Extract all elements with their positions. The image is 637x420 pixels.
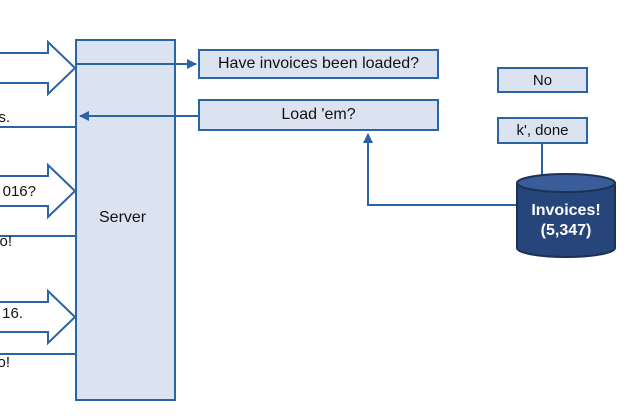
left-fragment-5: o! [0,354,10,371]
left-fragment-2: 016? [2,183,36,200]
left-fragment-1: s. [0,109,10,126]
done-box: k', done [497,117,588,144]
incoming-arrow-2 [0,162,77,220]
server-box [75,39,176,401]
left-fragment-4: 16. [2,305,23,322]
incoming-arrow-3 [0,288,77,346]
database-label-name: Invoices! [531,202,601,219]
load-em-box: Load 'em? [198,99,439,131]
left-fragment-3: o! [0,233,12,250]
database-cylinder-icon [516,173,616,258]
server-label: Server [99,209,147,226]
db-to-load-arrow [363,133,517,206]
database-label-count: (5,347) [540,222,592,239]
incoming-arrow-1 [0,39,77,97]
have-invoices-box: Have invoices been loaded? [198,49,439,79]
no-box: No [497,67,588,93]
